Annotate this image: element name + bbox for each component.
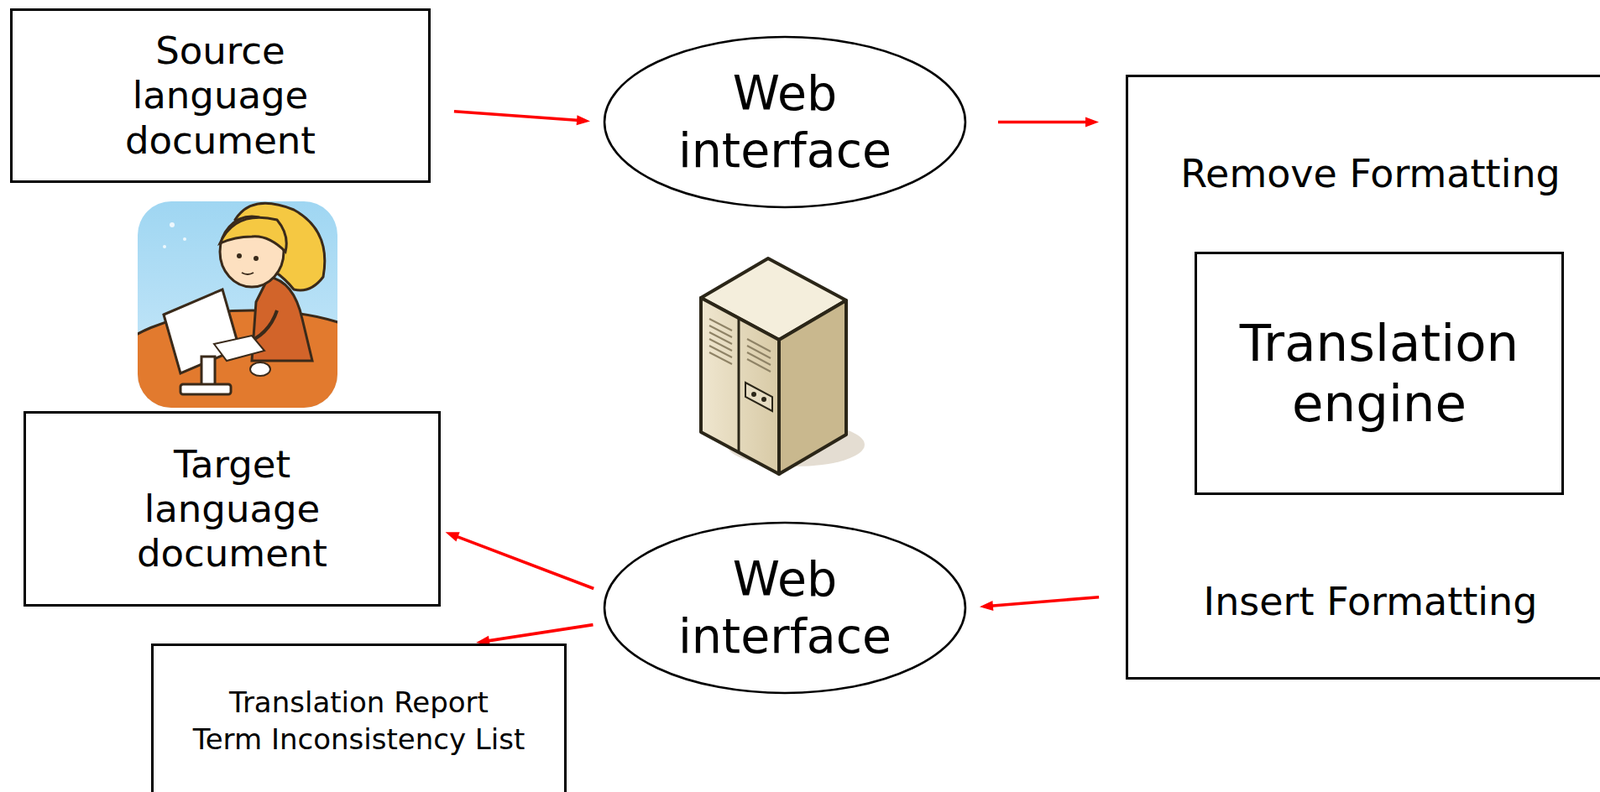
arrowhead (445, 532, 461, 542)
processing-box: Remove FormattingInsert Formatting Transl… (1125, 74, 1600, 680)
arrowhead (1085, 117, 1099, 128)
node-label: Web interface (663, 65, 907, 179)
node-label: Web interface (663, 551, 907, 665)
node-label: Source language document (107, 28, 335, 163)
flow-arrow (998, 117, 1099, 128)
arrow-line (455, 536, 595, 590)
arrow-line (454, 111, 580, 121)
arrowhead (576, 115, 591, 126)
arrow-line (486, 625, 594, 643)
report-box: Translation ReportTerm Inconsistency Lis… (151, 643, 567, 792)
arrow-line (998, 120, 1088, 125)
user-at-computer (137, 201, 338, 408)
arrow-line (990, 597, 1099, 607)
flow-arrow (454, 111, 591, 126)
node-label: Remove Formatting (1128, 151, 1600, 197)
engine-box: Translation engine (1194, 251, 1564, 496)
server-icon (700, 258, 865, 475)
node-label: Insert Formatting (1128, 579, 1600, 625)
document-box: Source language document (10, 8, 431, 184)
flow-arrow (475, 625, 593, 647)
node-label: Translation Report (162, 684, 557, 722)
flow-arrow (979, 597, 1099, 612)
document-box: Target language document (23, 411, 441, 607)
node-label: Target language document (119, 442, 346, 576)
node-label: Translation engine (1211, 313, 1548, 434)
flow-arrow (445, 532, 595, 589)
arrowhead (979, 601, 994, 612)
node-label: Term Inconsistency List (162, 721, 557, 759)
web-interface-ellipse: Web interface (601, 521, 968, 696)
web-interface-ellipse: Web interface (601, 35, 968, 210)
